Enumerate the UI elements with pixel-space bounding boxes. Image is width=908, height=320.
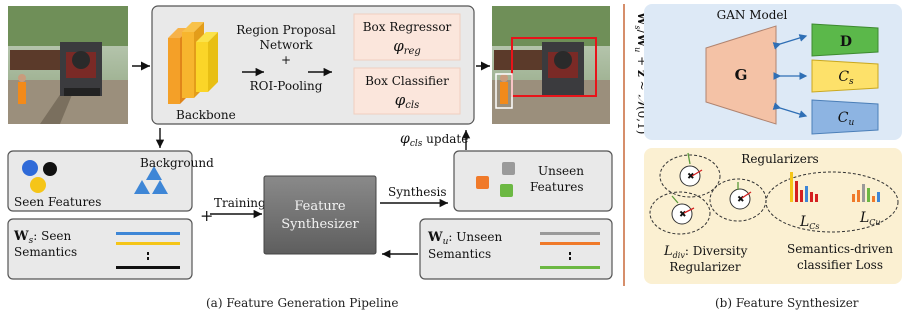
seen-feature-yellow-dot: [30, 177, 46, 193]
svg-text:✖: ✖: [737, 195, 745, 205]
wu-unseen-label-line1: Wu: Unseen: [427, 230, 502, 247]
semantic-loss-group: [765, 171, 899, 233]
unseen-features-line1: Unseen: [538, 164, 584, 178]
backbone-label: Backbone: [176, 108, 236, 122]
generator-block: [705, 25, 777, 125]
feature-synthesizer-line2: Synthesizer: [281, 217, 359, 232]
semantics-loss-line2: classifier Loss: [797, 258, 883, 272]
ws-seen-label-line2: Semantics: [14, 245, 77, 259]
unseen-embedding-gray: [540, 232, 600, 235]
classifier-cu-block: [811, 99, 879, 135]
unseen-embedding-dots: [569, 252, 571, 255]
cu-bar-chart-icon: [852, 184, 880, 202]
diversity-regularizer-line2: Regularizer: [669, 260, 741, 274]
discriminator-label: D: [840, 34, 852, 50]
generator-label: G: [735, 66, 748, 84]
loss-lcs-label: LCs: [799, 214, 820, 231]
discriminator-block: [811, 23, 879, 57]
input-train-photo: [8, 6, 128, 124]
ws-seen-label-line1: Ws: Seen: [13, 229, 72, 246]
unseen-features-panel: [453, 150, 613, 212]
wu-unseen-label-line2: Semantics: [428, 247, 491, 261]
loss-lcu-label: LCu: [859, 210, 881, 227]
roi-pooling-label: ROI-Pooling: [250, 79, 323, 93]
svg-text:✖: ✖: [679, 210, 687, 220]
seen-embedding-black: [116, 266, 180, 269]
seen-feature-black-dot: [43, 162, 57, 176]
box-regressor-label: Box Regressor: [363, 20, 452, 34]
classifier-cs-label: Cs: [838, 69, 854, 87]
seen-embedding-blue: [116, 232, 180, 235]
unseen-feature-gray: [502, 162, 515, 175]
backbone-icon: [168, 22, 218, 104]
seen-embedding-dots: [147, 252, 149, 255]
phi-cls-update-label: φcls update: [400, 131, 468, 149]
caption-b: (b) Feature Synthesizer: [715, 296, 859, 310]
person-detection-box: [495, 73, 513, 109]
cs-bar-chart-icon: [790, 172, 818, 202]
unseen-features-line2: Features: [530, 180, 583, 194]
phi-reg-symbol: φreg: [393, 37, 421, 57]
seen-features-label: Seen Features: [14, 195, 101, 209]
caption-a: (a) Feature Generation Pipeline: [206, 296, 399, 310]
seen-embedding-yellow: [116, 242, 180, 245]
semantics-loss-line1: Semantics-driven: [787, 242, 893, 256]
synthesis-label: Synthesis: [388, 185, 447, 199]
arrow-g-to-cu: [772, 102, 808, 118]
diversity-regularizer-label: Ldiv: Diversity: [663, 244, 748, 260]
unseen-embedding-orange: [540, 242, 600, 245]
background-triangle-1: [146, 166, 162, 180]
rpn-label-line2: Network: [260, 38, 314, 52]
train-detection-box: [511, 37, 597, 97]
classifier-cu-label: Cu: [838, 110, 855, 128]
output-detection-photo: [492, 6, 610, 124]
unseen-feature-green: [500, 184, 513, 197]
plus-sign: +: [200, 206, 213, 225]
phi-cls-symbol: φcls: [395, 91, 419, 111]
box-classifier-label: Box Classifier: [365, 74, 449, 88]
feature-synthesizer-block: [263, 175, 377, 255]
svg-text:✖: ✖: [687, 172, 695, 182]
box-classifier-box: [353, 67, 461, 115]
diversity-clusters: ✖ ✖ ✖: [649, 152, 767, 235]
regularizers-title: Regularizers: [741, 152, 818, 166]
regularizers-panel: [644, 148, 902, 284]
unseen-feature-orange: [476, 176, 489, 189]
arrow-g-to-d: [772, 34, 808, 50]
gan-model-title: GAN Model: [717, 8, 788, 22]
seen-feature-blue-dot: [22, 160, 38, 176]
background-label: Background: [140, 156, 214, 170]
classifier-cs-block: [811, 59, 879, 93]
unseen-embedding-green: [540, 266, 600, 269]
background-triangle-2: [134, 180, 150, 194]
box-regressor-box: [353, 13, 461, 61]
rpn-label-line1: Region Proposal: [236, 23, 336, 37]
feature-synthesizer-line1: Feature: [294, 199, 346, 214]
training-label: Training: [214, 196, 266, 210]
plus-label: +: [281, 53, 291, 67]
background-triangle-3: [152, 180, 168, 194]
